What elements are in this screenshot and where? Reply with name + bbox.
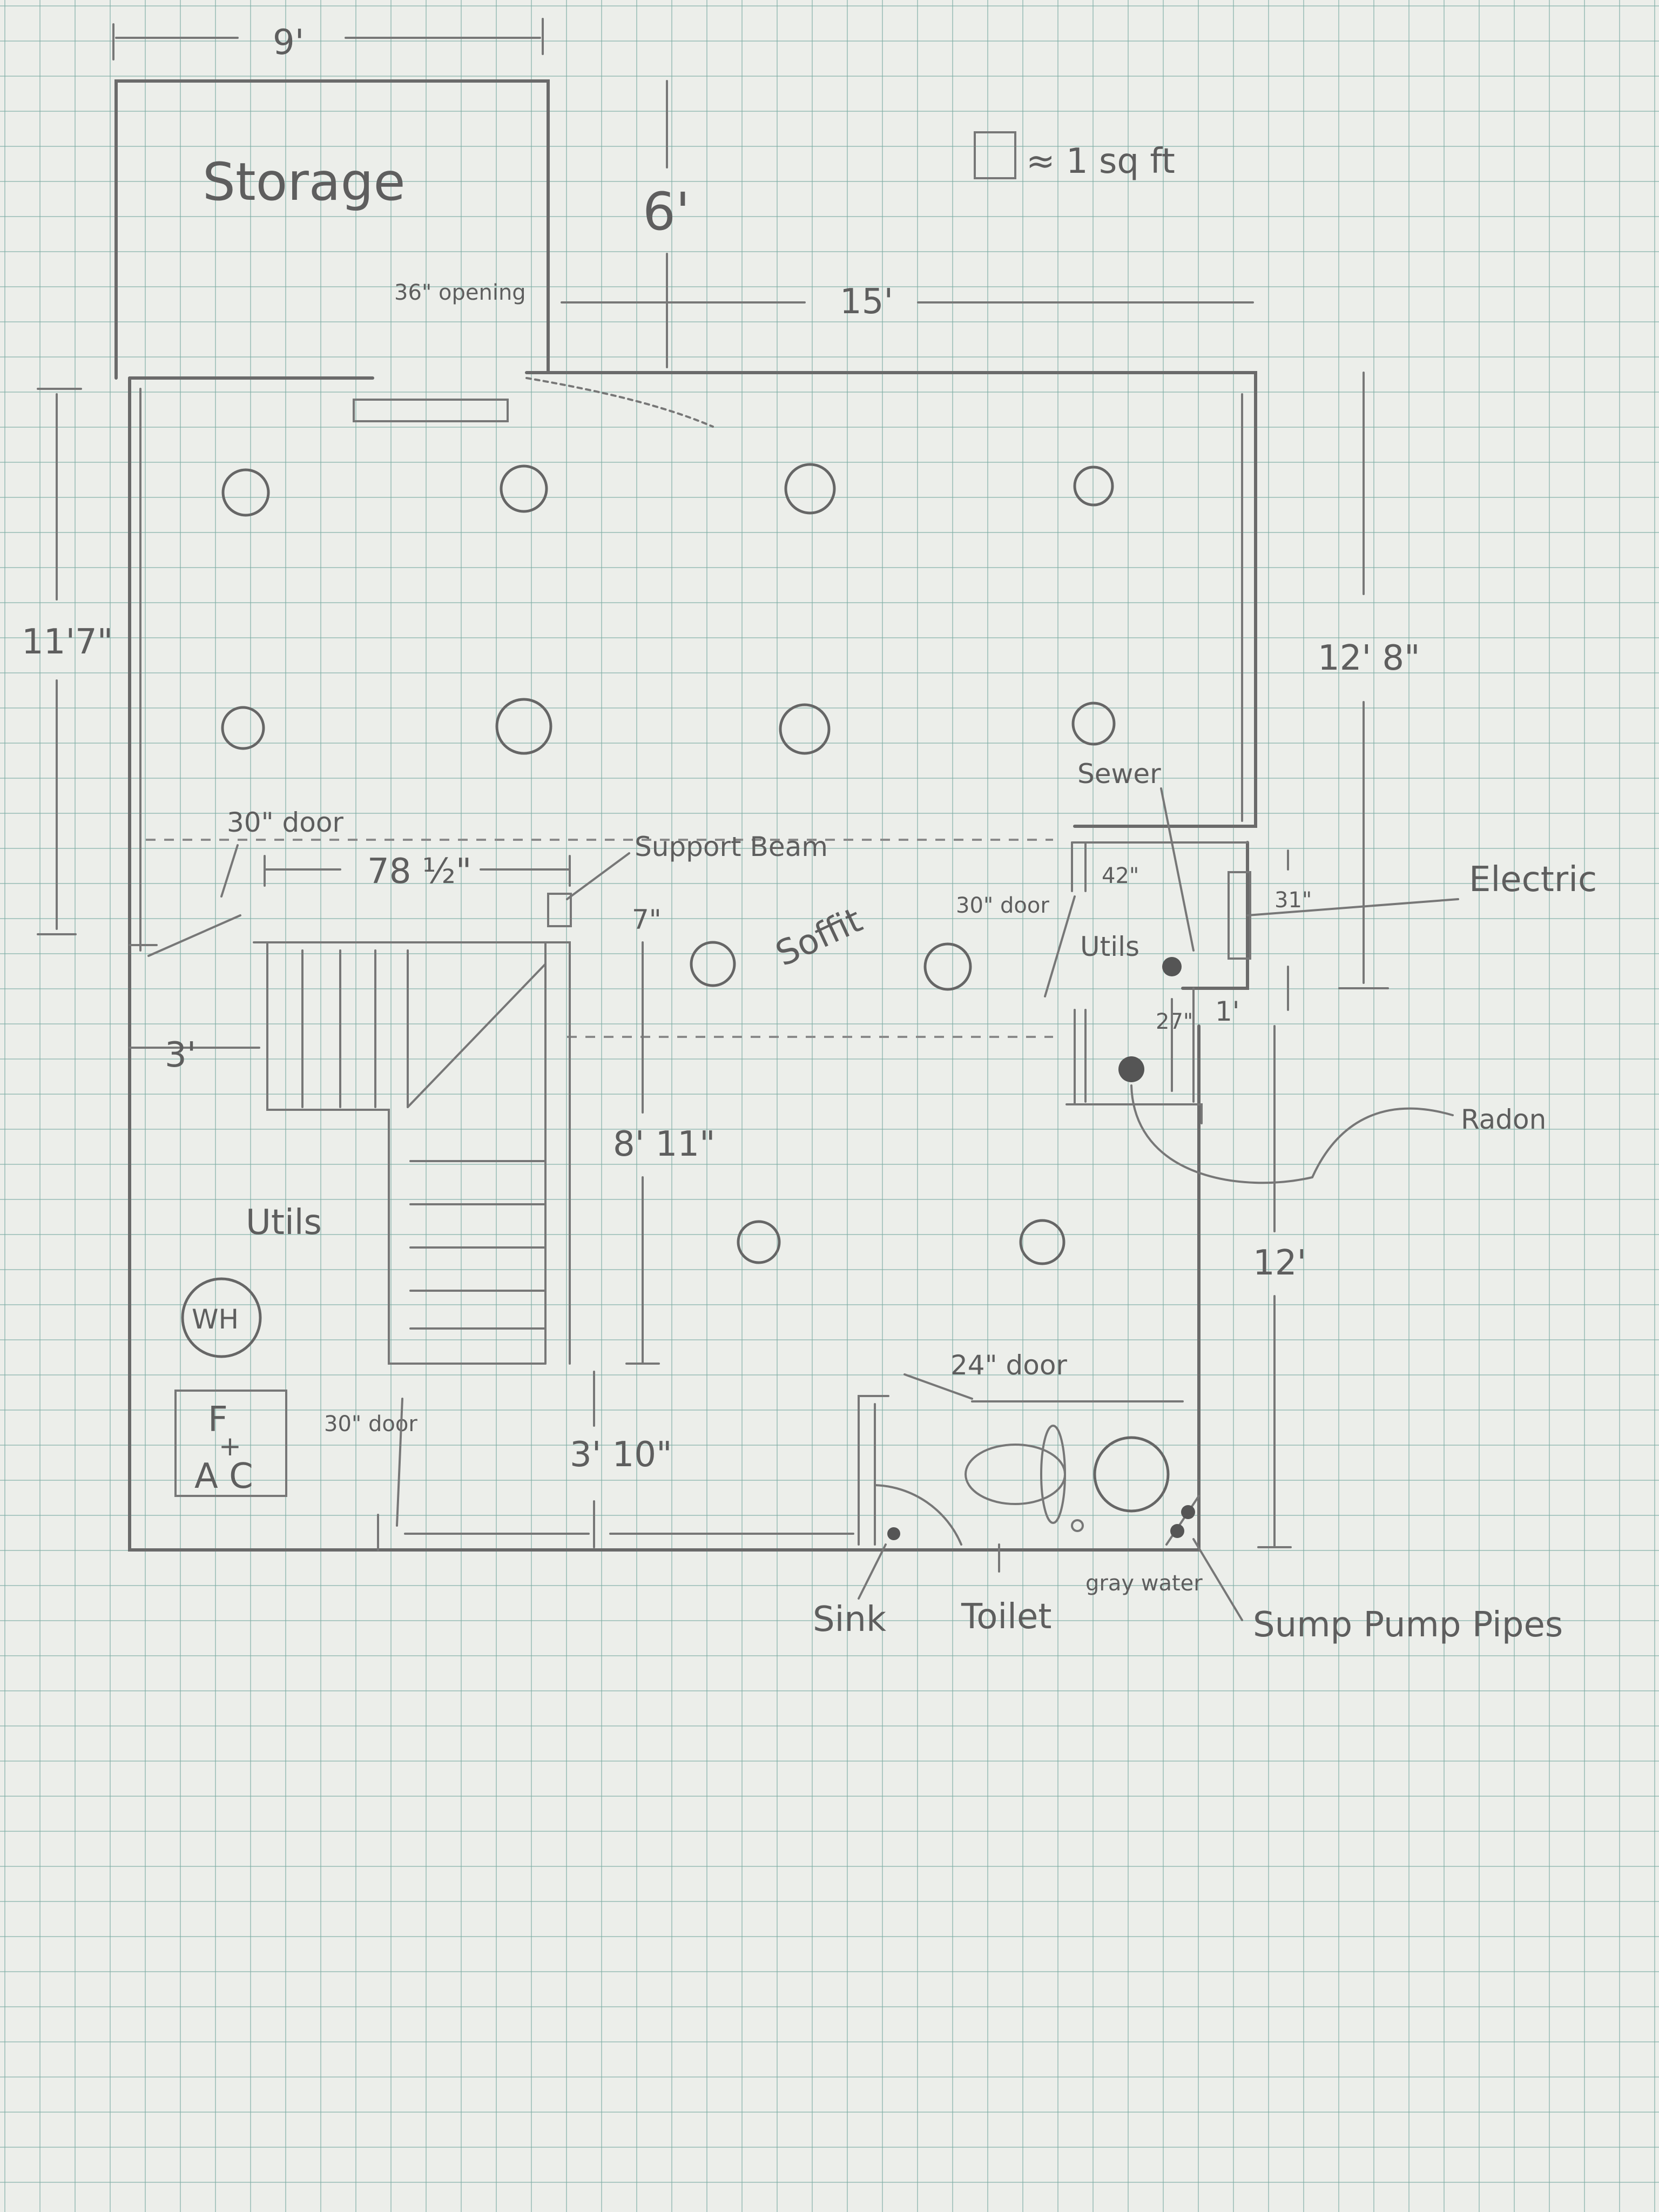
- door-24-label: 24" door: [950, 1350, 1067, 1381]
- sewer-label: Sewer: [1077, 758, 1161, 790]
- closet-gap-label: 1': [1215, 996, 1240, 1027]
- legend-text: ≈ 1 sq ft: [1026, 141, 1175, 181]
- door-30-closet-label: 30" door: [956, 893, 1049, 918]
- lower-gap-label: 3' 10": [570, 1435, 672, 1475]
- staircase: [253, 941, 571, 1365]
- radon-label: Radon: [1461, 1104, 1546, 1135]
- stair-width-label: 78 ½": [367, 852, 471, 892]
- storage-label: Storage: [203, 152, 406, 212]
- center-span-label: 8' 11": [613, 1124, 716, 1164]
- post: [1019, 1219, 1065, 1265]
- shower-drain-icon: [1093, 1436, 1170, 1513]
- support-beam: [547, 893, 572, 927]
- door-30-top-label: 30" door: [227, 807, 343, 838]
- soffit-label: Soffit: [770, 900, 868, 975]
- left-height-label: 11'7": [22, 622, 113, 662]
- furnace-ac-label: A C: [194, 1456, 253, 1496]
- post: [221, 468, 270, 517]
- sump-label: Sump Pump Pipes: [1253, 1605, 1563, 1645]
- toilet-bowl: [965, 1444, 1066, 1505]
- hall-width-label: 3': [165, 1035, 196, 1075]
- post: [221, 706, 265, 750]
- post: [923, 942, 972, 991]
- furnace-ac-unit: [174, 1390, 287, 1497]
- storage-width-dimension: 9': [112, 18, 544, 63]
- legend-square: [974, 131, 1016, 179]
- upper-width-dimension: 15': [561, 282, 1254, 322]
- bathroom: [858, 1373, 1200, 1546]
- water-heater-label: WH: [192, 1304, 239, 1335]
- furnace-plus-label: +: [219, 1431, 241, 1462]
- radon-pipe-icon: [1118, 1056, 1144, 1082]
- closet-depth-a-label: 31": [1274, 888, 1312, 913]
- water-heater-icon: [181, 1277, 262, 1358]
- sewer-pipe-icon: [1162, 957, 1182, 976]
- closet-width-label: 42": [1102, 864, 1139, 888]
- door-30-top-swing: [147, 914, 241, 957]
- post: [495, 698, 552, 755]
- door-30-bottom-label: 30" door: [324, 1412, 417, 1437]
- support-beam-label: Support Beam: [635, 831, 828, 862]
- toilet-tank: [1040, 1425, 1066, 1524]
- furnace-f-label: F: [208, 1400, 228, 1440]
- beam-offset-label: 7": [632, 904, 662, 935]
- storage-room: Storage: [114, 79, 550, 380]
- lower-right-label: 12': [1253, 1243, 1306, 1283]
- right-height-label: 12' 8": [1318, 638, 1420, 678]
- center-span-dimension: 8' 11": [613, 941, 716, 1365]
- electric-label: Electric: [1469, 860, 1597, 900]
- stair-width-dimension: 78 ½": [264, 852, 571, 892]
- utils-left-label: Utils: [246, 1203, 322, 1243]
- storage-width-label: 9': [273, 23, 304, 63]
- closet-depth-b-label: 27": [1156, 1009, 1193, 1034]
- post: [1073, 466, 1114, 507]
- sink-shape: [874, 1484, 962, 1546]
- right-closet: [1044, 841, 1251, 1124]
- post: [737, 1220, 781, 1264]
- post: [784, 463, 836, 515]
- utils-right-label: Utils: [1080, 931, 1139, 962]
- bath-door-swing: [903, 1373, 973, 1400]
- toilet-label: Toilet: [961, 1597, 1051, 1637]
- closet-door-swing: [1044, 895, 1076, 997]
- post: [500, 464, 548, 513]
- post: [1071, 702, 1116, 746]
- storage-depth-dimension: 6': [643, 80, 690, 368]
- upper-width-label: 15': [840, 282, 893, 322]
- opening-label: 36" opening: [394, 280, 526, 305]
- lower-right-dimension: 12': [1253, 1025, 1306, 1548]
- storage-depth-label: 6': [643, 181, 690, 242]
- gray-water-label: gray water: [1085, 1571, 1203, 1596]
- support-posts: [221, 463, 1116, 1265]
- sink-label: Sink: [813, 1600, 886, 1640]
- door-30-bottom-swing: [396, 1398, 403, 1527]
- basement-walls: [128, 371, 1257, 1552]
- right-height-dimension: 12' 8": [1318, 372, 1420, 989]
- lower-gap-dimension: 3' 10": [570, 1371, 672, 1548]
- left-height-dimension: 11'7": [22, 388, 113, 935]
- post: [779, 703, 831, 755]
- post: [690, 941, 736, 987]
